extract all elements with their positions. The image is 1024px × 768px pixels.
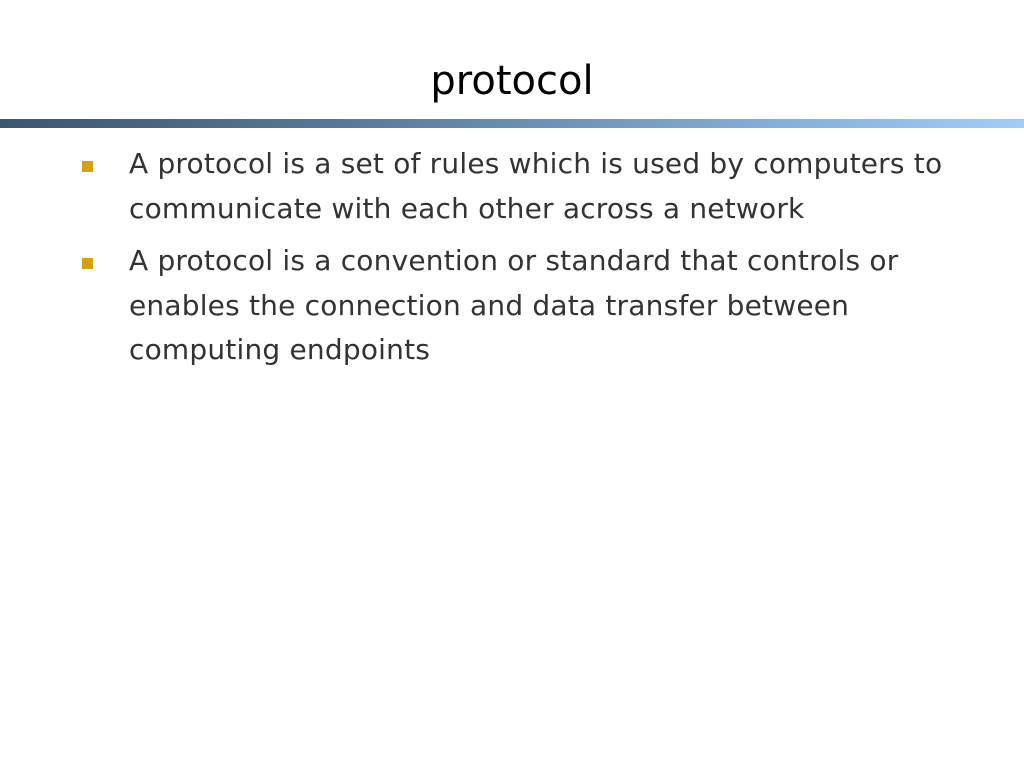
bullet-item: A protocol is a convention or standard t… bbox=[0, 239, 1024, 373]
bullet-text: A protocol is a set of rules which is us… bbox=[129, 147, 943, 225]
square-bullet-icon bbox=[82, 258, 93, 269]
bullet-text: A protocol is a convention or standard t… bbox=[129, 244, 899, 366]
square-bullet-icon bbox=[82, 161, 93, 172]
bullet-list: A protocol is a set of rules which is us… bbox=[0, 142, 1024, 381]
title-divider-bar bbox=[0, 119, 1024, 128]
slide-title: protocol bbox=[430, 58, 594, 104]
bullet-item: A protocol is a set of rules which is us… bbox=[0, 142, 1024, 231]
